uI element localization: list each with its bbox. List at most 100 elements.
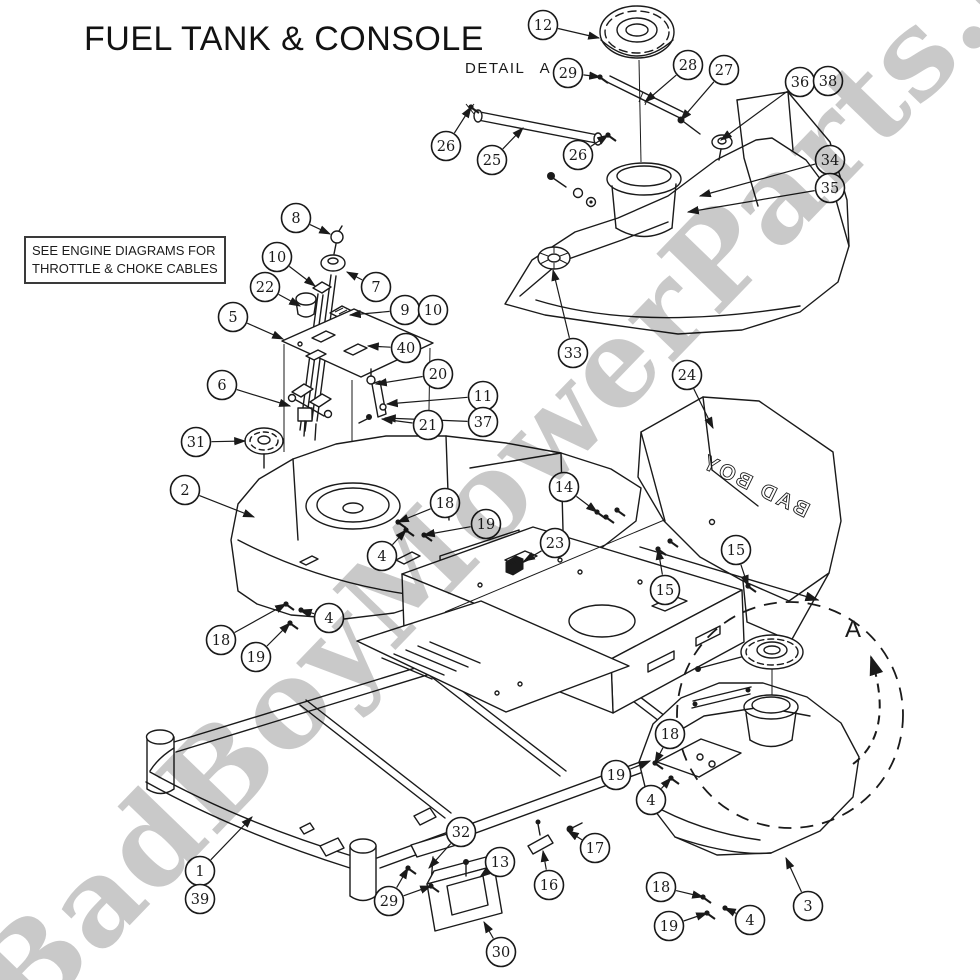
callout-36: 36 <box>720 66 816 141</box>
callout-leader <box>680 81 715 121</box>
callout-number: 34 <box>821 153 839 169</box>
callout-31: 31 <box>180 426 247 458</box>
callout-circle <box>649 574 681 606</box>
callout-number: 4 <box>377 549 386 565</box>
callout-15: 15 <box>720 534 752 588</box>
callout-circle <box>313 602 345 634</box>
callout-leader <box>348 309 390 319</box>
callout-19: 19 <box>422 508 502 540</box>
callout-10: 10 <box>261 241 316 287</box>
callout-circle <box>217 301 249 333</box>
side-bracket <box>358 368 387 424</box>
callout-number: 10 <box>424 303 442 319</box>
callout-number: 27 <box>715 63 733 79</box>
callout-number: 4 <box>324 611 333 627</box>
callout-20: 20 <box>374 358 454 390</box>
callout-circle <box>476 144 508 176</box>
callout-number: 9 <box>400 303 409 319</box>
callout-18: 18 <box>205 603 288 656</box>
callout-leader <box>740 564 749 588</box>
page-title: FUEL TANK & CONSOLE <box>84 20 484 58</box>
callout-leader <box>345 271 363 281</box>
callout-circle <box>734 904 766 936</box>
callout-leader <box>396 508 431 523</box>
callout-circle <box>467 406 499 438</box>
callout-leader <box>686 190 815 215</box>
callout-leader <box>566 830 583 841</box>
callout-leader <box>483 920 494 939</box>
callout-circle <box>206 369 238 401</box>
callout-18: 18 <box>654 718 686 765</box>
callout-number: 18 <box>436 496 454 512</box>
left-fuel-tank <box>230 435 642 620</box>
callout-leader <box>211 437 247 446</box>
callout-19: 19 <box>653 910 709 942</box>
callout-4: 4 <box>635 777 672 816</box>
callout-leader <box>366 342 391 351</box>
callout-2: 2 <box>169 474 256 518</box>
callout-circle <box>653 910 685 942</box>
callout-number: 31 <box>187 435 205 451</box>
right-fuel-tank <box>638 546 904 856</box>
right-filler-neck <box>743 694 799 748</box>
callout-30: 30 <box>483 920 517 968</box>
callout-circle <box>412 409 444 441</box>
frame-post-left <box>145 729 175 795</box>
callout-leader <box>428 843 452 869</box>
callout-number: 25 <box>483 153 501 169</box>
rollover-valve <box>711 134 733 161</box>
callout-leader <box>655 547 664 575</box>
callout-leader <box>278 293 302 307</box>
callout-22: 22 <box>249 271 302 307</box>
callout-29: 29 <box>373 866 433 917</box>
callout-4: 4 <box>366 529 407 572</box>
callout-25: 25 <box>476 127 524 176</box>
callout-4: 4 <box>299 602 345 634</box>
callout-number: 39 <box>191 892 209 908</box>
callout-circle <box>720 534 752 566</box>
callout-number: 4 <box>745 913 754 929</box>
callout-circle <box>484 846 516 878</box>
callout-6: 6 <box>206 369 292 407</box>
vent-pan <box>356 600 630 713</box>
callout-18: 18 <box>396 487 461 523</box>
callout-4: 4 <box>723 904 766 936</box>
callout-number: 10 <box>268 250 286 266</box>
callout-leader <box>644 74 677 103</box>
section-a-label: A <box>845 616 861 643</box>
detail-circle <box>639 546 904 829</box>
callout-circle <box>548 471 580 503</box>
callout-leader <box>723 907 737 917</box>
callout-leader <box>210 816 253 861</box>
callout-number: 8 <box>291 211 300 227</box>
callout-number: 19 <box>477 517 495 533</box>
callout-circle <box>205 624 237 656</box>
callout-12: 12 <box>527 9 601 41</box>
callout-circle <box>417 294 449 326</box>
callout-leader <box>246 322 285 340</box>
callout-number: 19 <box>607 768 625 784</box>
callout-leader <box>630 760 652 770</box>
callout-19: 19 <box>240 622 291 673</box>
callout-leader <box>683 912 709 922</box>
callout-circle <box>533 869 565 901</box>
callout-leader <box>392 529 407 546</box>
console-cover: BAD BOY <box>637 396 842 642</box>
callout-leader <box>234 603 288 634</box>
callout-number: 23 <box>546 536 564 552</box>
callout-circle <box>261 241 293 273</box>
cup-recess <box>305 482 401 530</box>
callout-circle <box>557 337 589 369</box>
callout-number: 20 <box>429 367 447 383</box>
callout-number: 5 <box>228 310 237 326</box>
callout-leader <box>479 867 492 878</box>
callout-leader <box>675 890 705 899</box>
callout-leader <box>403 885 433 897</box>
callout-number: 17 <box>586 841 604 857</box>
callout-leader <box>720 90 788 141</box>
callout-leader <box>522 550 542 562</box>
fuel-cap-icon <box>599 5 675 163</box>
callout-circle <box>708 54 740 86</box>
